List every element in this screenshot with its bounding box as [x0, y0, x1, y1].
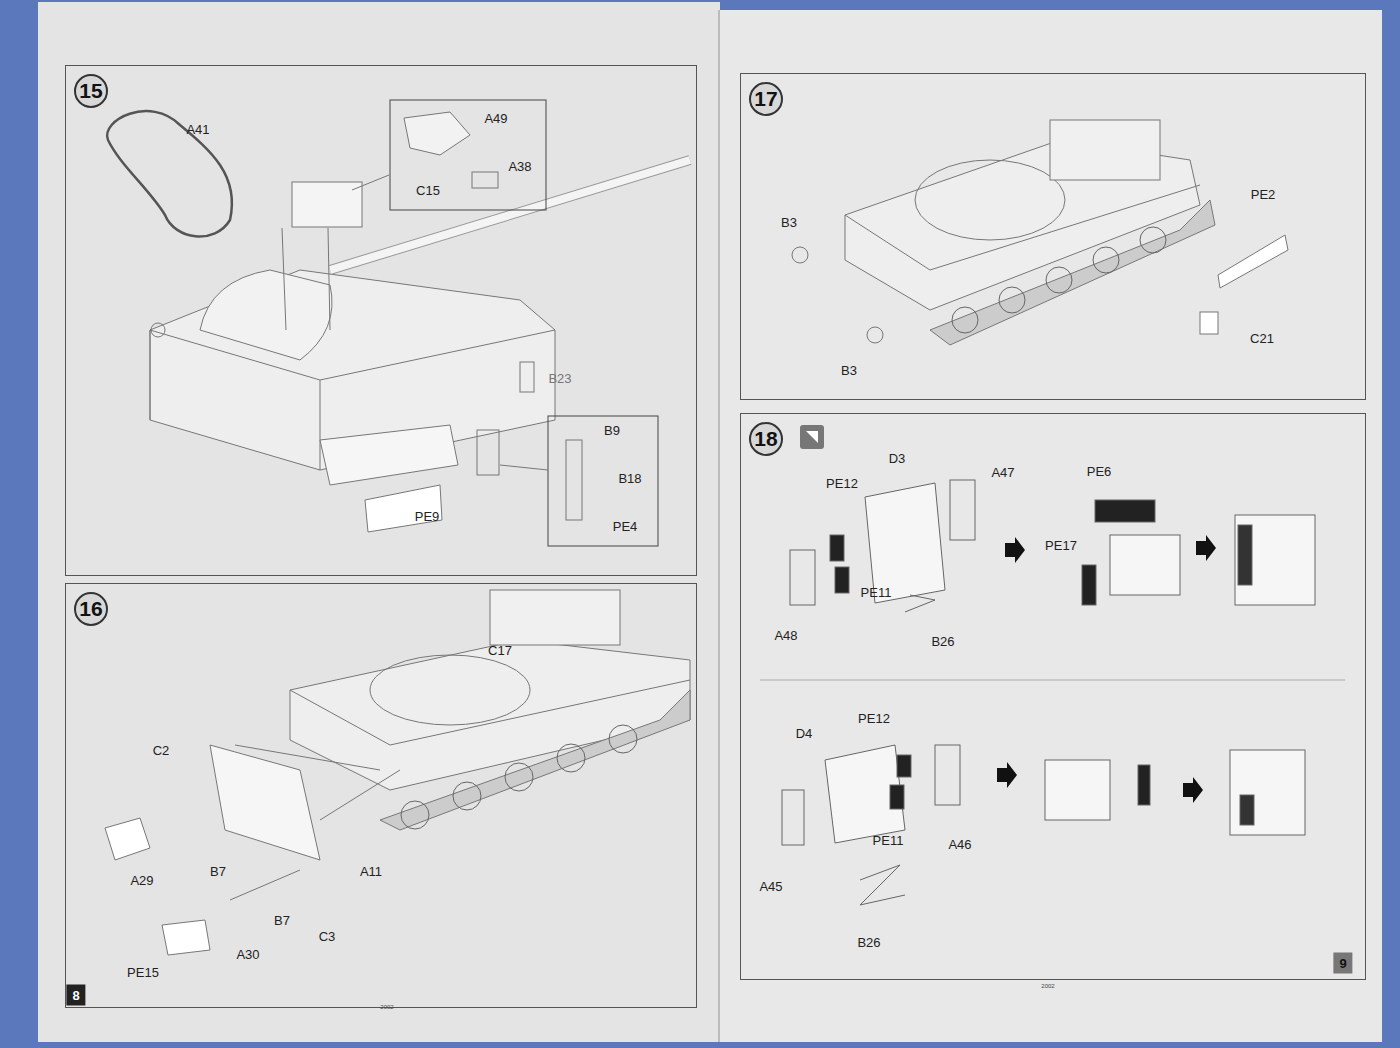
part-label: B26	[857, 936, 880, 949]
print-code: 2002	[380, 1004, 393, 1010]
part-label: PE9	[415, 510, 440, 523]
step-number: 15	[74, 74, 108, 108]
part-label: B26	[931, 635, 954, 648]
part-label: B3	[781, 216, 797, 229]
step-panel: 18	[740, 413, 1366, 980]
part-label: A38	[508, 160, 531, 173]
part-label: A45	[759, 880, 782, 893]
part-label: A47	[991, 466, 1014, 479]
part-label: D4	[796, 727, 813, 740]
part-label: B18	[618, 472, 641, 485]
part-label: A48	[774, 629, 797, 642]
part-label: A49	[484, 112, 507, 125]
part-label: C3	[319, 930, 336, 943]
step-panel: 17	[740, 73, 1366, 400]
part-label: PE12	[858, 712, 890, 725]
part-label: A30	[236, 948, 259, 961]
step-number: 17	[749, 82, 783, 116]
part-label: B3	[841, 364, 857, 377]
part-label: B7	[210, 865, 226, 878]
print-code: 2002	[1041, 983, 1054, 989]
step-number: 18	[749, 422, 783, 456]
part-label: B23	[548, 372, 571, 385]
part-label: C15	[416, 184, 440, 197]
part-label: C2	[153, 744, 170, 757]
part-label: PE11	[873, 834, 904, 847]
page-number: 9	[1333, 953, 1352, 974]
step-panel: 16	[65, 583, 697, 1008]
part-label: A46	[948, 838, 971, 851]
part-label: A41	[186, 123, 209, 136]
part-label: PE4	[613, 520, 638, 533]
part-label: PE15	[127, 966, 159, 979]
part-label: PE11	[861, 586, 892, 599]
step-panel: 15	[65, 65, 697, 576]
part-label: A29	[130, 874, 153, 887]
part-label: D3	[889, 452, 906, 465]
part-label: C21	[1250, 332, 1274, 345]
part-label: C17	[488, 644, 512, 657]
part-label: PE12	[826, 477, 858, 490]
part-label: B7	[274, 914, 290, 927]
part-label: PE6	[1087, 465, 1112, 478]
part-label: PE17	[1045, 539, 1077, 552]
page-number: 8	[66, 985, 85, 1006]
part-label: A11	[360, 865, 382, 878]
step-number: 16	[74, 592, 108, 626]
part-label: PE2	[1251, 188, 1276, 201]
part-label: B9	[604, 424, 620, 437]
